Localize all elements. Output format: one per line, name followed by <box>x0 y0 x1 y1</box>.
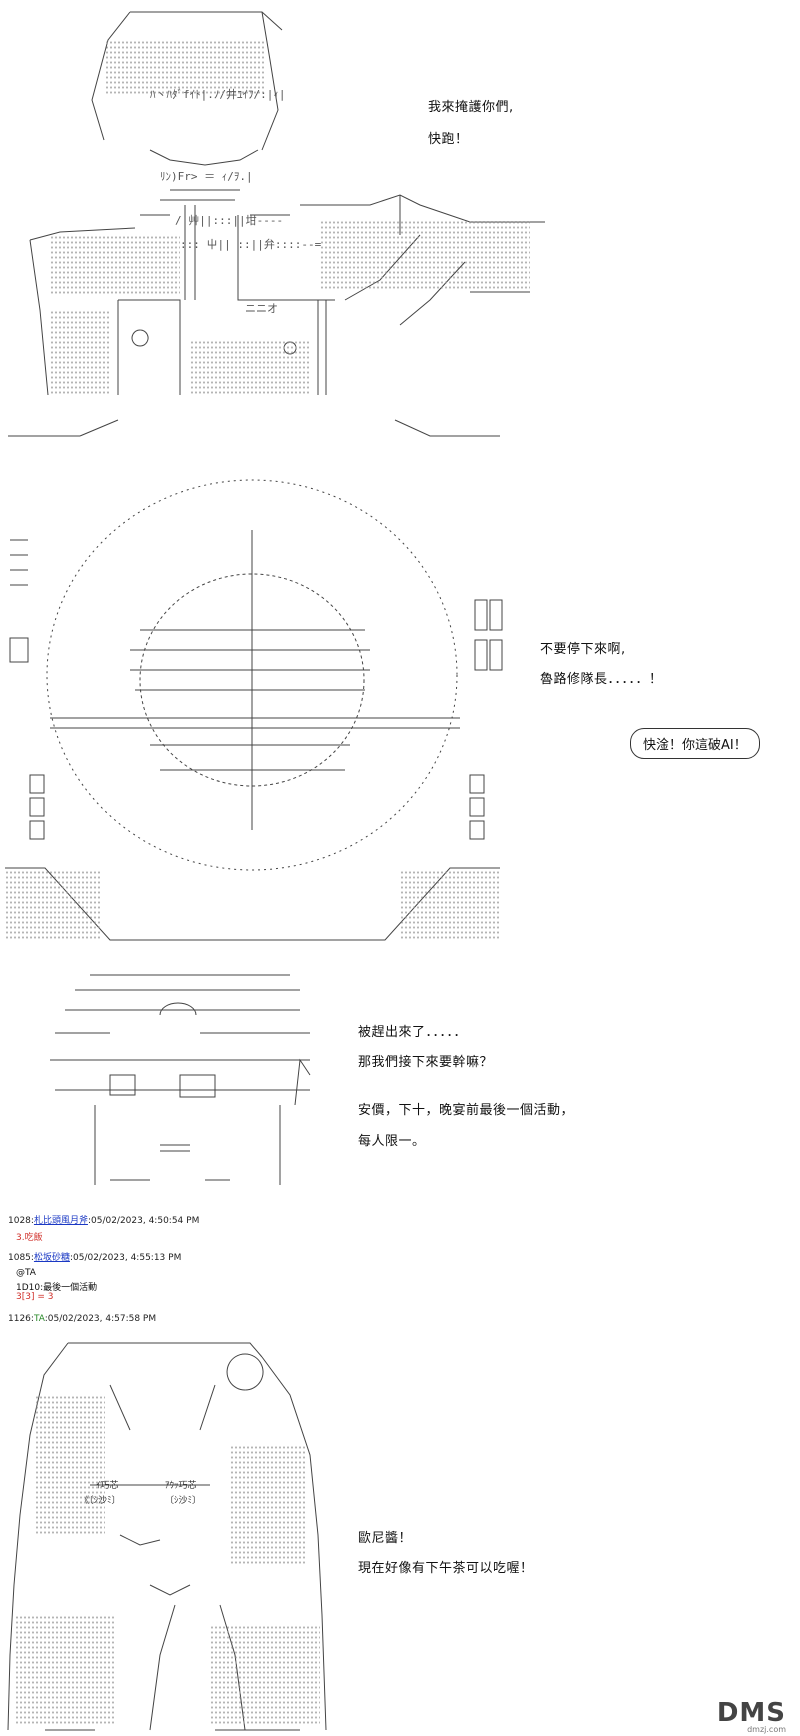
dialogue-line: 不要停下來啊, <box>540 642 626 657</box>
dot-texture <box>50 235 180 295</box>
dot-texture <box>105 40 265 95</box>
dialogue-line: 快跑！ <box>428 132 469 147</box>
svg-text:ニニオ: ニニオ <box>245 302 278 315</box>
ascii-art-scope-view <box>5 479 503 941</box>
dot-texture <box>15 1615 115 1725</box>
dialogue-line: 那我們接下來要幹嘛？ <box>358 1055 494 1070</box>
post-timestamp: :05/02/2023, 4:57:58 PM <box>44 1314 157 1324</box>
art-label: ｱｳｯ巧芯 <box>165 1481 197 1491</box>
post-timestamp: :05/02/2023, 4:55:13 PM <box>69 1253 182 1263</box>
site-url: dmzj.com <box>747 1725 786 1734</box>
dialogue-line: 每人限一。 <box>358 1134 426 1149</box>
dot-texture <box>210 1625 320 1725</box>
post-header: 1028:札比頭風月斧:05/02/2023, 4:50:54 PM <box>8 1213 199 1226</box>
panel-1: ﾊ丶ﾊﾀﾞfｲﾄ|.ﾉ/井ﾕｲﾌ/:|ｨ| ﾘﾝ)Fr> ＝ ｨ/ｦ.| / 艸… <box>0 0 800 440</box>
art-label: ｲ巧芯 <box>96 1481 119 1491</box>
art-label: 《〔ｼ沙ﾐ〕 <box>80 1496 121 1506</box>
forum-posts: 1028:札比頭風月斧:05/02/2023, 4:50:54 PM 3.吃飯 … <box>0 1210 800 1335</box>
dot-texture <box>190 340 310 395</box>
dialogue-line: 我來掩護你們, <box>428 100 514 115</box>
post-header: 1126:TA:05/02/2023, 4:57:58 PM <box>8 1314 156 1324</box>
art-label: 〔ｼ沙ﾐ〕 <box>165 1496 202 1506</box>
svg-text:::: 屮|| ::||弁::::--=: ::: 屮|| ::||弁::::--= <box>180 237 322 251</box>
post-username-link[interactable]: 札比頭風月斧 <box>33 1216 88 1226</box>
post-timestamp: :05/02/2023, 4:50:54 PM <box>87 1216 200 1226</box>
dot-texture <box>320 220 530 290</box>
speech-bubble: 快淦！你這破AI！ <box>630 728 760 759</box>
dialogue-line: 魯路修隊長．．．．．！ <box>540 672 663 687</box>
panel-2: 不要停下來啊, 魯路修隊長．．．．．！ 快淦！你這破AI！ <box>0 470 800 950</box>
dot-texture <box>35 1395 105 1535</box>
post-body-line: 1D10:最後一個活動 <box>16 1283 98 1293</box>
ascii-art-soldier: ﾊ丶ﾊﾀﾞfｲﾄ|.ﾉ/井ﾕｲﾌ/:|ｨ| ﾘﾝ)Fr> ＝ ｨ/ｦ.| / 艸… <box>8 11 545 437</box>
post-body-line: 3[3] = 3 <box>16 1292 54 1302</box>
dialogue-line: 安價，下十，晚宴前最後一個活動， <box>358 1103 575 1118</box>
post-number: 1085: <box>8 1253 34 1263</box>
dialogue-line: 歐尼醬！ <box>358 1531 413 1546</box>
post-number: 1028: <box>8 1216 34 1226</box>
svg-text:ﾘﾝ)Fr> ＝ ｨ/ｦ.|: ﾘﾝ)Fr> ＝ ｨ/ｦ.| <box>160 170 253 183</box>
svg-text:/ 艸||:::||坩----: / 艸||:::||坩---- <box>175 213 283 227</box>
dot-texture <box>50 310 110 395</box>
ascii-art-face <box>50 974 311 1185</box>
post-body-line: 3.吃飯 <box>16 1233 43 1243</box>
post-username-link[interactable]: 松坂砂糖 <box>33 1253 70 1263</box>
panel-3: 被趕出來了．．．．． 那我們接下來要幹嘛？ 安價，下十，晚宴前最後一個活動， 每… <box>0 965 800 1205</box>
post-header: 1085:松坂砂糖:05/02/2023, 4:55:13 PM <box>8 1250 181 1263</box>
panel-4: ｲ巧芯 《〔ｼ沙ﾐ〕 ｱｳｯ巧芯 〔ｼ沙ﾐ〕 歐尼醬！ 現在好像有下午茶可以吃喔… <box>0 1335 800 1736</box>
post-body-line: @TA <box>16 1268 36 1278</box>
dot-texture <box>5 870 100 940</box>
dialogue-line: 被趕出來了．．．．． <box>358 1025 468 1040</box>
dot-texture <box>400 870 500 940</box>
site-logo: DMS <box>716 1698 786 1728</box>
post-username-link[interactable]: TA <box>33 1314 45 1324</box>
post-number: 1126: <box>8 1314 34 1324</box>
dialogue-line: 現在好像有下午茶可以吃喔！ <box>358 1561 534 1576</box>
dot-texture <box>230 1445 305 1565</box>
